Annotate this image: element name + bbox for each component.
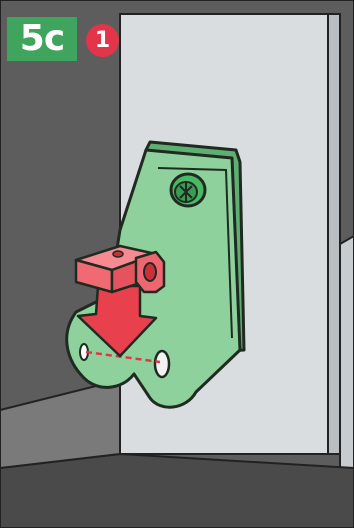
cabinet-bottom-panel	[0, 454, 354, 528]
bracket-hole-right	[155, 351, 169, 377]
screw-icon	[171, 174, 205, 206]
substep-number-badge: 1	[86, 24, 119, 57]
step-number-badge: 5c	[7, 17, 77, 61]
side-panel-edge	[328, 14, 340, 454]
